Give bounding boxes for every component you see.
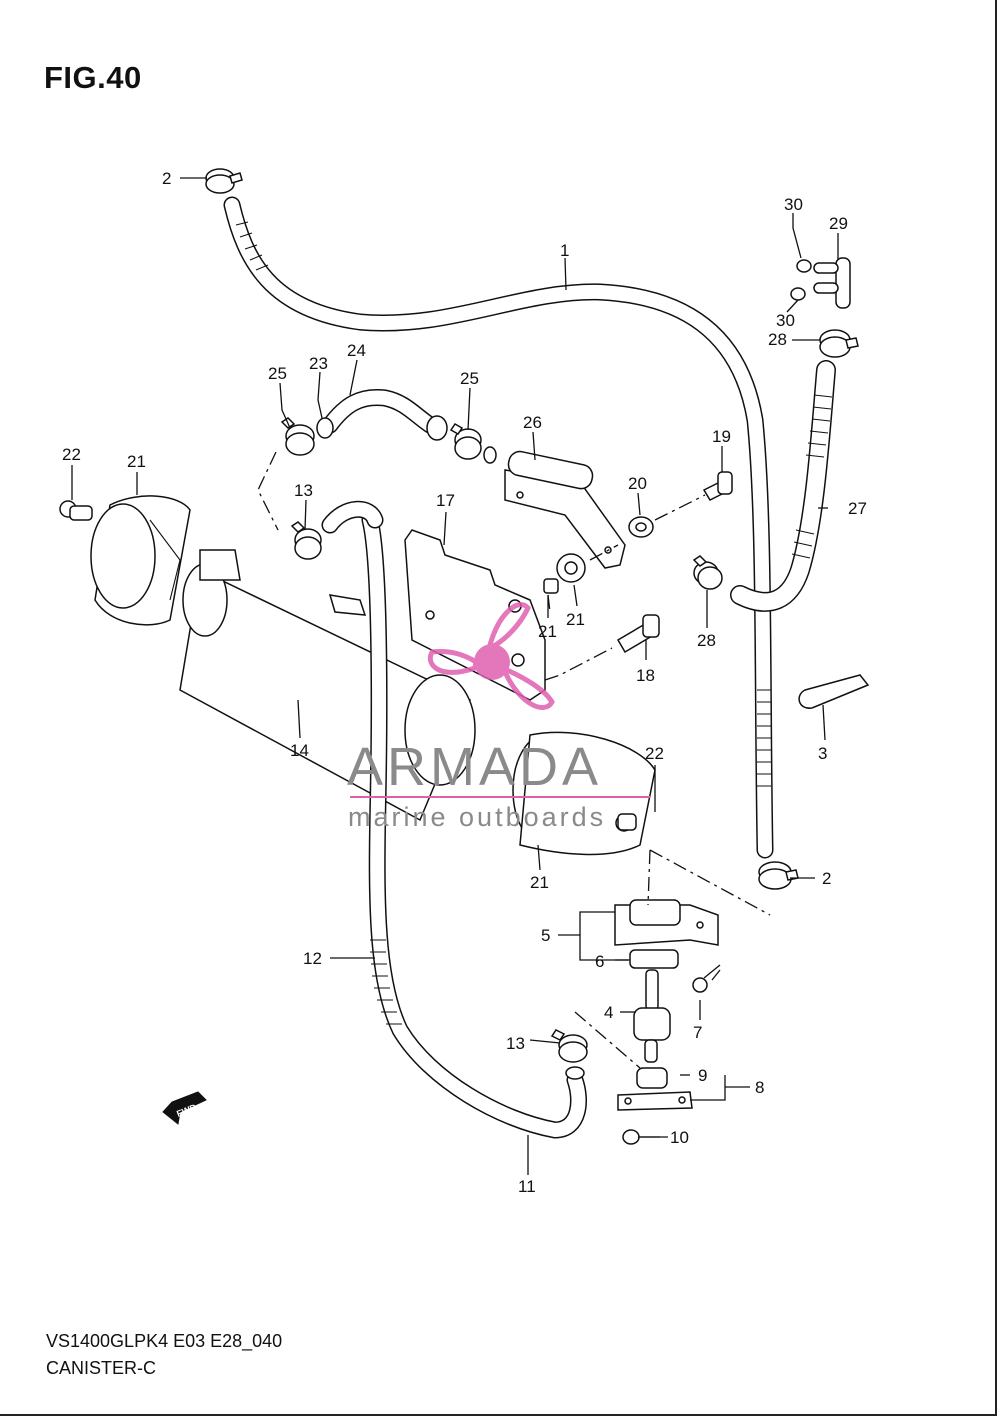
callout-29: 29 (829, 214, 848, 233)
callout-10: 10 (670, 1128, 689, 1147)
callout-28: 28 (768, 330, 787, 349)
cover-21-left[interactable] (90, 495, 191, 626)
callout-3: 3 (818, 744, 827, 763)
hose-27[interactable] (730, 360, 836, 612)
callout-28: 28 (697, 631, 716, 650)
figure-name: CANISTER-C (46, 1358, 157, 1378)
clamp-3[interactable] (798, 674, 870, 709)
callout-21: 21 (530, 873, 549, 892)
bracket-5[interactable] (614, 899, 719, 946)
clamp-28-upper[interactable] (819, 329, 859, 358)
callout-22: 22 (62, 445, 81, 464)
callout-15: 17 (436, 491, 455, 510)
cushion-20[interactable] (556, 553, 586, 583)
screw-7[interactable] (692, 964, 721, 993)
clamp-2-top[interactable] (205, 168, 243, 194)
callout-22: 22 (645, 744, 664, 763)
callout-2: 2 (822, 869, 831, 888)
bolt-22-right[interactable] (615, 813, 637, 832)
spacer-19[interactable] (543, 578, 559, 594)
model-code: VS1400GLPK4 E03 E28_040 (46, 1331, 283, 1351)
callout-25: 25 (460, 369, 479, 388)
callout-30: 30 (776, 311, 795, 330)
bolt-22-left[interactable] (59, 500, 93, 521)
watermark-brand: ARMADA (347, 737, 602, 797)
assembly-guide-lines (257, 451, 771, 1069)
callout-14: 14 (290, 741, 309, 760)
hose-12[interactable] (321, 500, 587, 1139)
hose-1[interactable] (223, 196, 774, 859)
fitting-23[interactable] (316, 417, 334, 439)
callout-6: 6 (595, 952, 604, 971)
callout-20: 21 (566, 610, 585, 629)
callout-labels: 2 1 30 29 30 28 25 23 24 25 26 19 20 22 … (62, 169, 867, 1196)
callout-12: 12 (303, 949, 322, 968)
callout-13: 13 (294, 481, 313, 500)
callout-26: 26 (523, 413, 542, 432)
callout-1: 1 (560, 241, 569, 260)
callout-25: 25 (268, 364, 287, 383)
bracket-15[interactable] (404, 529, 546, 701)
clamp-8[interactable] (617, 1091, 693, 1111)
fwd-arrow-icon: FWD (162, 1091, 207, 1125)
filter-4[interactable] (633, 969, 671, 1063)
callout-17: 19 (712, 427, 731, 446)
bolt-16[interactable] (616, 614, 660, 654)
callout-16: 18 (636, 666, 655, 685)
clamp-13-lower[interactable] (550, 1029, 588, 1063)
washer-18[interactable] (628, 516, 654, 538)
callout-7: 7 (693, 1023, 702, 1042)
callout-5: 5 (541, 926, 550, 945)
clamp-25-right[interactable] (449, 423, 482, 460)
joint-29[interactable] (813, 257, 851, 309)
figure-title: FIG.40 (44, 60, 142, 95)
watermark-tagline: marine outboards (348, 802, 606, 832)
pipe-bracket-26[interactable] (483, 446, 626, 569)
callout-11: 11 (518, 1177, 536, 1196)
cap-30-upper[interactable] (796, 259, 812, 273)
cushion-9[interactable] (636, 1067, 668, 1089)
cap-30-lower[interactable] (790, 287, 806, 301)
callout-21: 21 (127, 452, 146, 471)
clamp-28-lower[interactable] (692, 555, 723, 590)
callout-19: 21 (538, 622, 557, 641)
clamp-2-right[interactable] (758, 861, 799, 890)
clamp-13-upper[interactable] (290, 521, 322, 560)
callout-9: 9 (698, 1066, 707, 1085)
bracket-6[interactable] (629, 949, 679, 969)
callout-13: 13 (506, 1034, 525, 1053)
bolt-17[interactable] (702, 471, 733, 501)
clamp-25-left[interactable] (280, 417, 315, 456)
callout-4: 4 (604, 1003, 613, 1022)
callout-8: 8 (755, 1078, 764, 1097)
callout-23: 23 (309, 354, 328, 373)
callout-2: 2 (162, 169, 171, 188)
callout-18: 20 (628, 474, 647, 493)
callout-27: 27 (848, 499, 867, 518)
callout-24: 24 (347, 341, 366, 360)
leader-lines (71, 177, 839, 1175)
watermark-logo-icon (427, 602, 555, 710)
hose-24[interactable] (321, 388, 448, 441)
callout-30: 30 (784, 195, 803, 214)
